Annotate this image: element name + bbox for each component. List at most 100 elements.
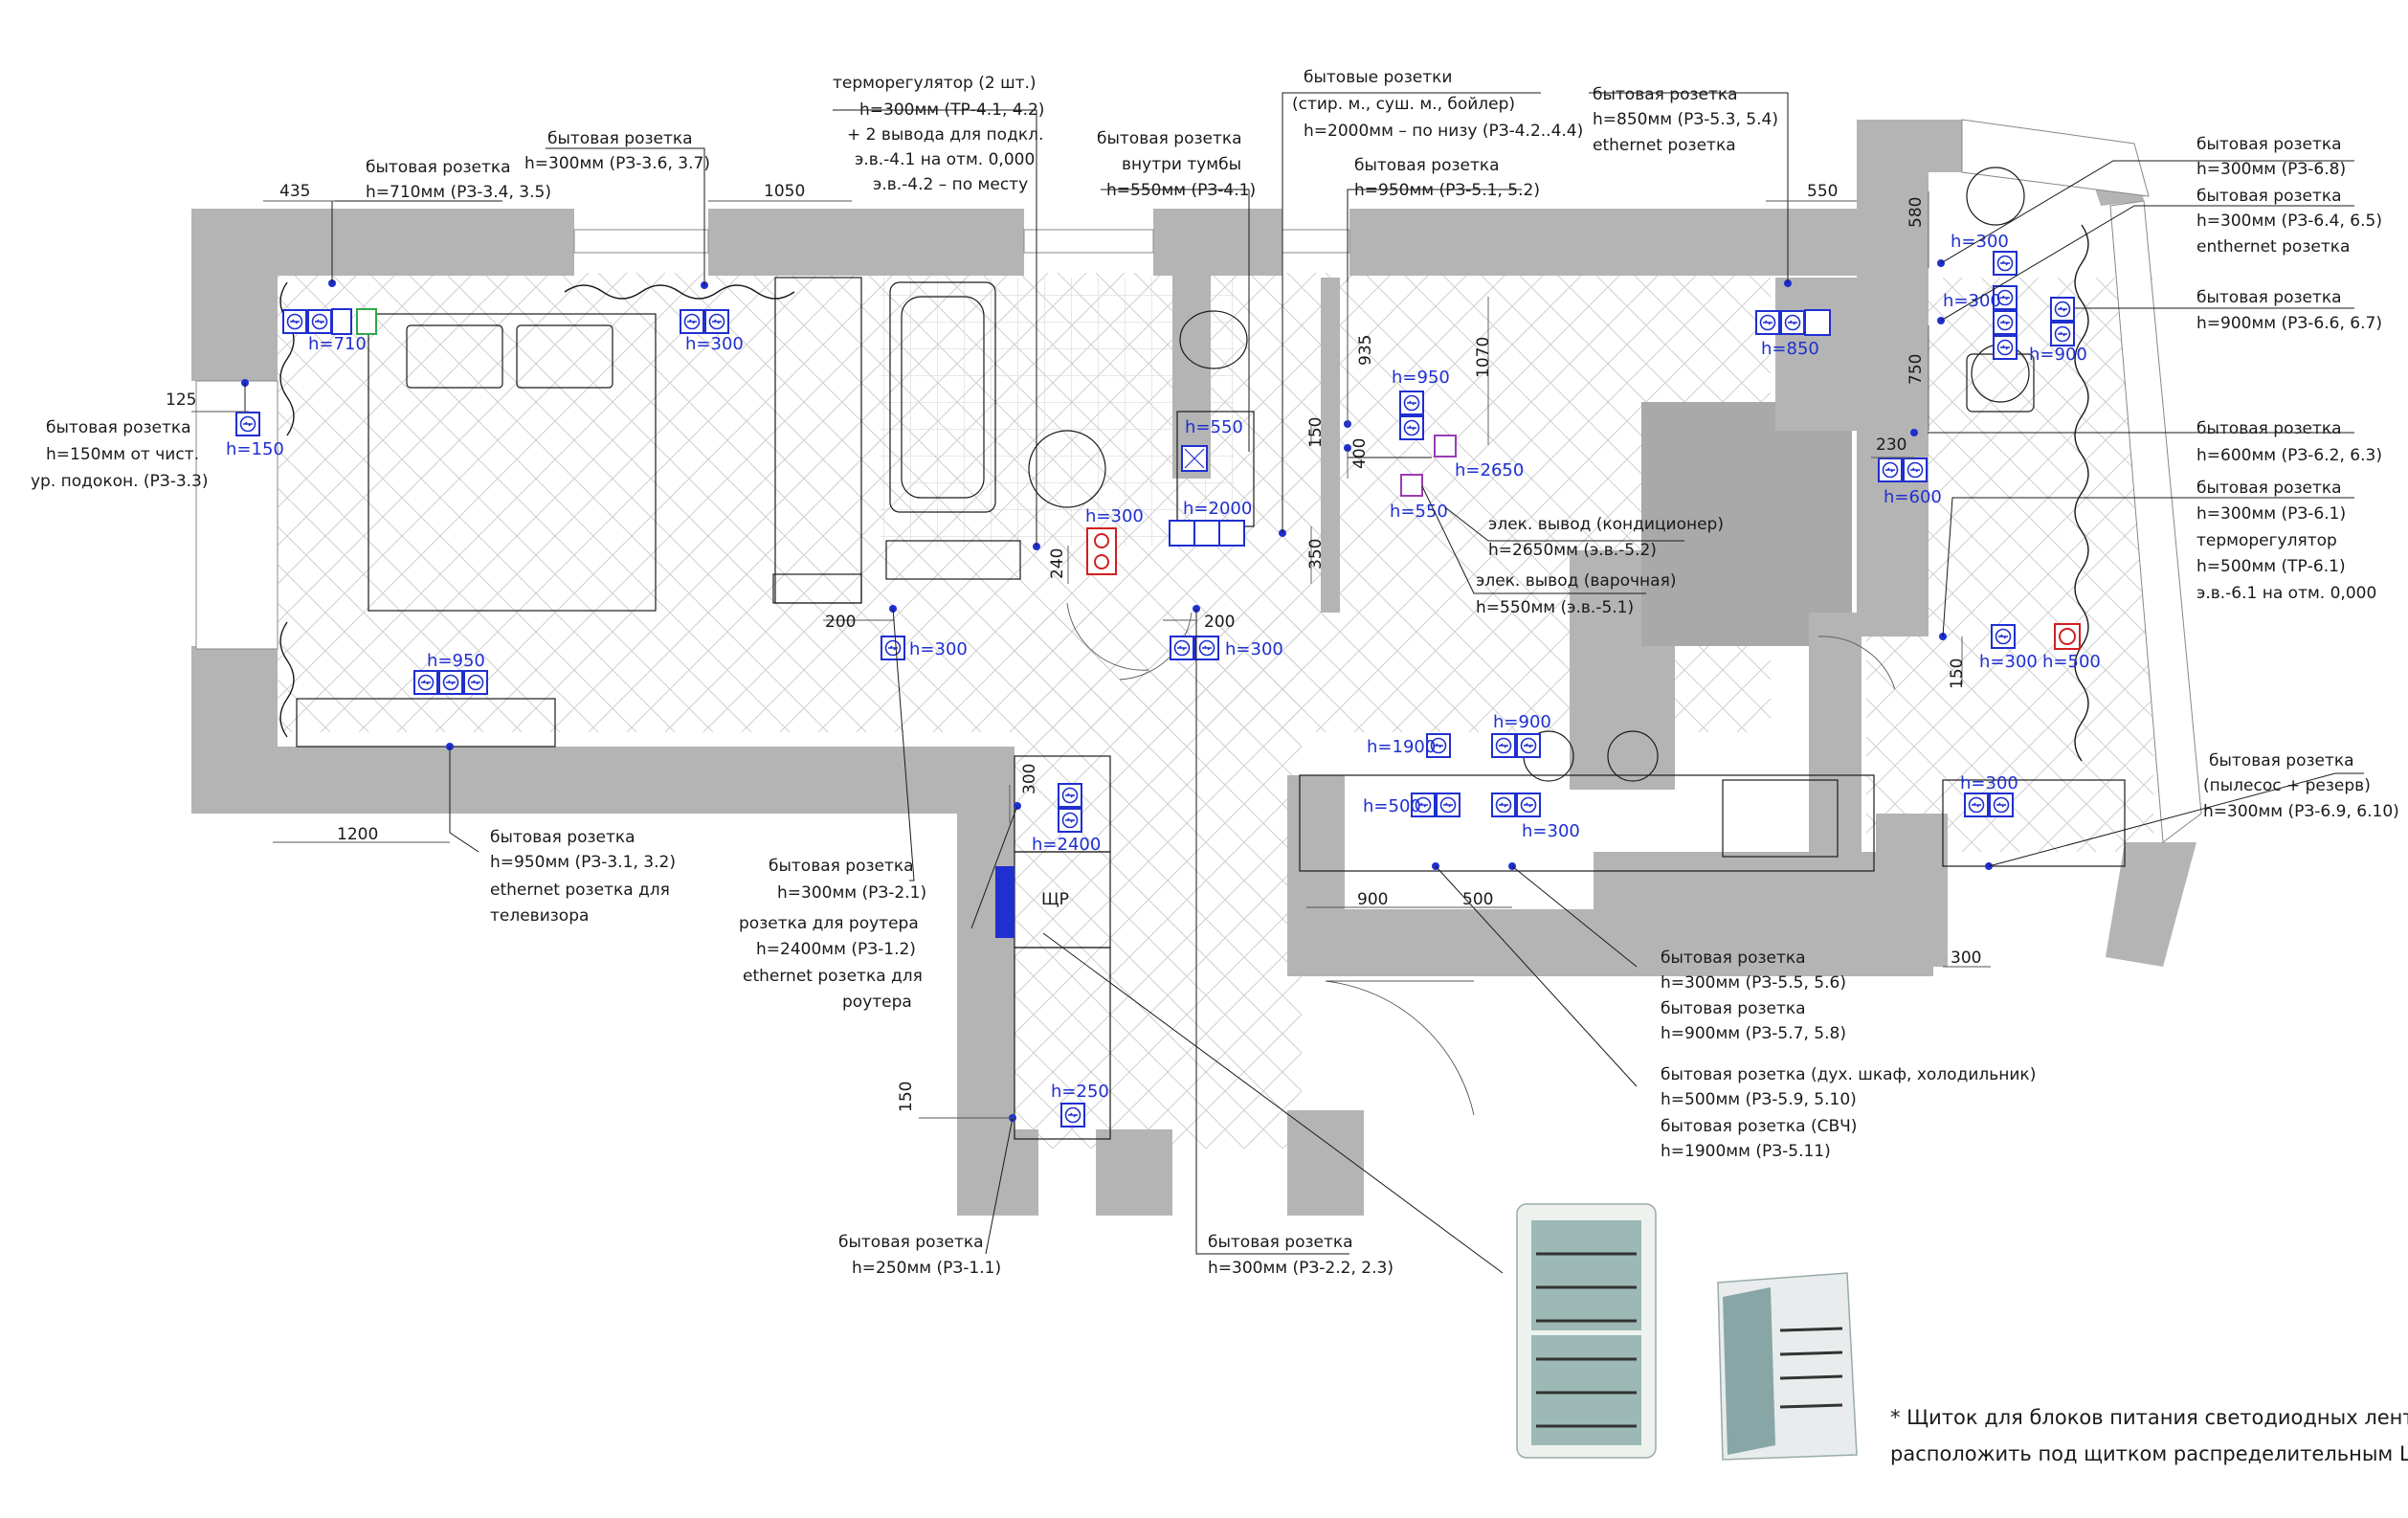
svg-text:h=250: h=250	[1051, 1082, 1109, 1102]
panel-photo-2	[1717, 1272, 1858, 1461]
svg-text:h=150мм от чист.: h=150мм от чист.	[46, 445, 199, 464]
svg-text:230: 230	[1876, 435, 1906, 455]
ethernet-icon	[356, 308, 377, 335]
svg-text:элек. вывод (варочная): элек. вывод (варочная)	[1476, 571, 1676, 591]
svg-text:(стир. м., суш. м., бойлер): (стир. м., суш. м., бойлер)	[1292, 95, 1515, 114]
annotation-ac: элек. вывод (кондиционер) h=2650мм (э.в.…	[1488, 515, 1724, 560]
svg-text:h=300: h=300	[685, 334, 744, 354]
dimensions: 435 1050 550 125 1200 580 750 230 935 10…	[166, 182, 1991, 1119]
annotation-r64: бытовая розетка h=300мм (РЗ-6.4, 6.5) en…	[2196, 187, 2382, 257]
svg-text:400: 400	[1350, 438, 1370, 469]
svg-text:бытовая розетка: бытовая розетка	[1593, 85, 1738, 104]
svg-text:900: 900	[1357, 890, 1388, 909]
annotation-bedroom-wall: бытовая розетка h=300мм (РЗ-3.6, 3.7)	[524, 129, 710, 173]
svg-text:бытовая розетка: бытовая розетка	[2196, 419, 2342, 438]
annotation-hall-300: бытовая розетка h=300мм (РЗ-2.1)	[769, 857, 926, 903]
svg-text:300: 300	[1020, 764, 1039, 794]
svg-text:1050: 1050	[764, 182, 805, 201]
svg-text:бытовая розетка (дух. шкаф, хо: бытовая розетка (дух. шкаф, холодильник)	[1661, 1065, 2036, 1084]
distribution-panel: ЩР	[995, 866, 1504, 1274]
svg-text:бытовая розетка: бытовая розетка	[46, 418, 191, 437]
svg-text:бытовые розетки: бытовые розетки	[1304, 68, 1452, 87]
annotation-hall-22: бытовая розетка h=300мм (РЗ-2.2, 2.3)	[1208, 1233, 1394, 1278]
annotation-appliances: бытовые розетки (стир. м., суш. м., бойл…	[1292, 68, 1583, 141]
svg-text:500: 500	[1462, 890, 1493, 909]
svg-text:240: 240	[1048, 548, 1067, 579]
svg-text:935: 935	[1356, 335, 1375, 366]
svg-text:h=300мм (РЗ-6.9, 6.10): h=300мм (РЗ-6.9, 6.10)	[2203, 802, 2399, 821]
svg-text:h=900: h=900	[1493, 712, 1551, 732]
svg-text:h=550мм (РЗ-4.1): h=550мм (РЗ-4.1)	[1106, 181, 1256, 200]
annotation-hob: элек. вывод (варочная) h=550мм (э.в.-5.1…	[1476, 571, 1676, 617]
svg-text:1070: 1070	[1474, 337, 1493, 378]
height-label: h=710	[308, 334, 367, 354]
svg-text:h=550мм (э.в.-5.1): h=550мм (э.в.-5.1)	[1476, 598, 1634, 617]
svg-text:h=2650: h=2650	[1455, 460, 1524, 480]
svg-text:бытовая розетка: бытовая розетка	[1354, 156, 1500, 175]
annotation-bedroom-bed: бытовая розетка h=710мм (РЗ-3.4, 3.5)	[366, 158, 551, 202]
svg-text:h=300: h=300	[1943, 291, 2001, 311]
svg-text:h=600: h=600	[1884, 487, 1942, 507]
svg-text:150: 150	[1306, 417, 1326, 448]
svg-text:200: 200	[825, 613, 856, 632]
svg-text:бытовая розетка (СВЧ): бытовая розетка (СВЧ)	[1661, 1117, 1857, 1136]
annotation-r68: бытовая розетка h=300мм (РЗ-6.8)	[2196, 135, 2346, 179]
svg-text:1200: 1200	[337, 825, 378, 844]
svg-text:h=500: h=500	[1363, 796, 1421, 816]
svg-text:h=550: h=550	[1390, 502, 1448, 522]
svg-text:бытовая розетка: бытовая розетка	[2196, 288, 2342, 307]
annotation-kitchen-55: бытовая розетка h=300мм (РЗ-5.5, 5.6) бы…	[1661, 949, 1846, 1043]
annotation-kitchen-850: бытовая розетка h=850мм (РЗ-5.3, 5.4) et…	[1593, 85, 1778, 155]
svg-text:ethernet розетка: ethernet розетка	[1593, 136, 1736, 155]
svg-text:h=950мм (РЗ-3.1, 3.2): h=950мм (РЗ-3.1, 3.2)	[490, 853, 676, 872]
svg-text:э.в.-4.2 – по месту: э.в.-4.2 – по месту	[873, 175, 1028, 194]
svg-text:h=300: h=300	[1225, 639, 1283, 659]
svg-text:150: 150	[897, 1082, 916, 1112]
svg-text:h=900мм (РЗ-6.6, 6.7): h=900мм (РЗ-6.6, 6.7)	[2196, 314, 2382, 333]
svg-text:h=2400мм (РЗ-1.2): h=2400мм (РЗ-1.2)	[756, 940, 916, 959]
svg-text:h=500мм (ТР-6.1): h=500мм (ТР-6.1)	[2196, 557, 2346, 576]
svg-text:h=300мм (РЗ-6.8): h=300мм (РЗ-6.8)	[2196, 160, 2346, 179]
panel-photo-1	[1516, 1203, 1657, 1459]
annotation-kitchen-950: бытовая розетка h=950мм (РЗ-5.1, 5.2)	[1354, 156, 1540, 200]
svg-text:терморегулятор (2 шт.): терморегулятор (2 шт.)	[833, 74, 1037, 93]
svg-text:э.в.-4.1 на отм. 0,000: э.в.-4.1 на отм. 0,000	[855, 150, 1035, 169]
svg-text:h=550: h=550	[1185, 417, 1243, 437]
svg-text:150: 150	[1948, 659, 1967, 689]
svg-text:h=300: h=300	[1951, 232, 2009, 252]
svg-text:бытовая розетка: бытовая розетка	[838, 1233, 984, 1252]
svg-text:бытовая розетка: бытовая розетка	[2196, 479, 2342, 498]
svg-text:бытовая розетка: бытовая розетка	[1661, 949, 1806, 968]
svg-text:h=300мм (РЗ-5.5, 5.6): h=300мм (РЗ-5.5, 5.6)	[1661, 973, 1846, 993]
footnote-line-1: * Щиток для блоков питания светодиодных …	[1890, 1406, 2408, 1429]
svg-text:h=300: h=300	[909, 639, 968, 659]
svg-text:h=950: h=950	[427, 651, 485, 671]
svg-text:h=1900мм (РЗ-5.11): h=1900мм (РЗ-5.11)	[1661, 1142, 1831, 1161]
svg-text:enthernet розетка: enthernet розетка	[2196, 237, 2350, 257]
svg-text:h=900мм (РЗ-5.7, 5.8): h=900мм (РЗ-5.7, 5.8)	[1661, 1024, 1846, 1043]
footnote: * Щиток для блоков питания светодиодных …	[1890, 1406, 2408, 1465]
panel-box	[995, 866, 1014, 938]
svg-text:+ 2 вывода для подкл.: + 2 вывода для подкл.	[847, 125, 1043, 145]
svg-text:h=950: h=950	[1392, 368, 1450, 388]
svg-text:h=300мм (РЗ-2.1): h=300мм (РЗ-2.1)	[777, 883, 926, 903]
svg-text:h=850: h=850	[1761, 339, 1819, 359]
svg-text:терморегулятор: терморегулятор	[2196, 531, 2337, 550]
svg-text:h=600мм (РЗ-6.2, 6.3): h=600мм (РЗ-6.2, 6.3)	[2196, 446, 2382, 465]
svg-text:h=2000мм – по низу (РЗ-4.2..4.: h=2000мм – по низу (РЗ-4.2..4.4)	[1304, 122, 1583, 141]
svg-text:200: 200	[1204, 613, 1235, 632]
curtains	[279, 224, 2089, 762]
svg-text:h=300мм (ТР-4.1, 4.2): h=300мм (ТР-4.1, 4.2)	[859, 100, 1044, 120]
svg-text:ethernet розетка для: ethernet розетка для	[490, 881, 670, 900]
svg-text:h=300: h=300	[1522, 821, 1580, 841]
svg-text:роутера: роутера	[842, 993, 912, 1012]
annotation-r61: бытовая розетка h=300мм (РЗ-6.1) терморе…	[2196, 479, 2376, 603]
svg-text:h=900: h=900	[2029, 345, 2087, 365]
annotation-r62: бытовая розетка h=600мм (РЗ-6.2, 6.3)	[2196, 419, 2382, 465]
svg-text:э.в.-6.1 на отм. 0,000: э.в.-6.1 на отм. 0,000	[2196, 584, 2376, 603]
svg-text:розетка для роутера: розетка для роутера	[739, 914, 919, 933]
svg-text:телевизора: телевизора	[490, 906, 589, 926]
svg-text:бытовая розетка: бытовая розетка	[490, 828, 635, 847]
svg-text:h=950мм (РЗ-5.1, 5.2): h=950мм (РЗ-5.1, 5.2)	[1354, 181, 1540, 200]
svg-text:бытовая розетка: бытовая розетка	[1208, 1233, 1353, 1252]
